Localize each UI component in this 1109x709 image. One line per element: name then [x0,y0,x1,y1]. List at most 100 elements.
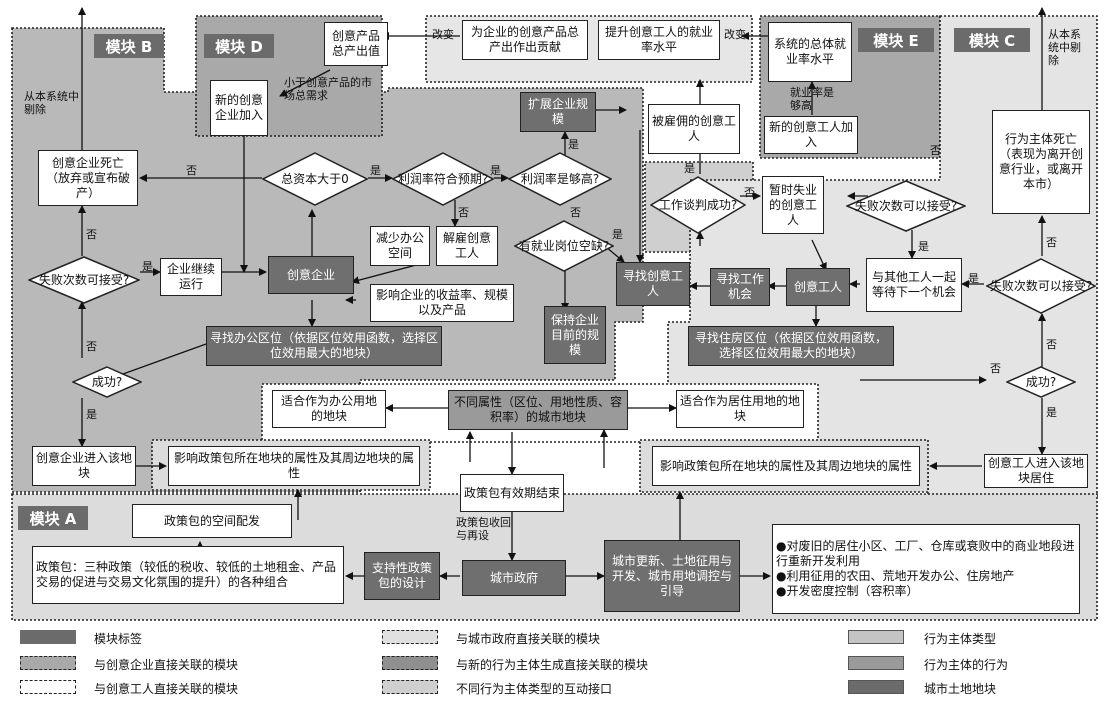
legend-firm-module: 与创意企业直接关联的模块 [94,658,239,672]
legend-city-land: 城市土地地块 [924,682,997,696]
decision-job-success-text: 工作谈判成功? [658,197,738,212]
node-creative-worker: 创意工人 [786,268,850,306]
node-sys-employment: 系统的总体就业率水平 [768,22,852,82]
edge-yes-failure-b: 是 [142,260,153,273]
decision-failure-c2: 失败次数可以接受? [986,258,1096,314]
node-housing-land: 适合作为居住用地的地块 [676,390,804,428]
node-creative-firm: 创意企业 [268,256,354,294]
label-policy-recycle: 政策包收回与再设 [456,516,511,543]
node-influence-firm: 影响企业的收益率、规模以及产品 [370,284,514,322]
node-support-policy: 支持性政策包的设计 [364,552,440,600]
edge-change-2: 改变 [724,28,746,41]
module-tag-c: 模块 C [954,28,1030,52]
node-find-job: 寻找工作机会 [710,268,770,306]
decision-failure-c-text: 失败次数可以接受? [854,198,958,213]
node-employment-level: 提升创意工人的就业率水平 [598,20,720,60]
node-worker-death: 行为主体死亡（表现为离开创意行业，或离开本市） [992,110,1090,214]
edge-yes-job: 是 [684,162,695,175]
node-find-office: 寻找办公区位（依据区位效用函数，选择区位效用最大的地块） [206,326,442,366]
measure-2: ●利用征用的农田、荒地开发办公、住房地产 [776,569,1015,583]
decision-total-capital-text: 总资本大于0 [281,171,349,186]
edge-yes-wait: 是 [968,272,979,285]
label-remove-c: 从本系统中剔除 [1048,28,1081,68]
legend-swatch-worker [20,680,76,694]
decision-failure-c2-text: 失败次数可以接受? [989,278,1093,293]
node-policy-package: 政策包：三种政策（较低的税收、较低的土地租金、产品交易的促进与交易文化氛围的提升… [32,546,344,604]
node-worker-enter: 创意工人进入该地块居住 [984,454,1088,488]
node-product-output: 创意产品总产出值 [324,22,388,66]
label-less-than-demand: 小于创意产品的市场总需求 [284,76,372,103]
decision-vacancy-text: 有就业岗位空缺? [518,238,610,253]
module-tag-d: 模块 D [204,34,274,58]
edge-yes-success-b: 是 [86,408,97,421]
decision-failure-b-text: 失败次数可接受? [38,272,130,287]
node-new-firm: 新的创意企业加入 [210,80,268,136]
edge-change-1: 改变 [432,28,454,41]
edge-no-success-c: 否 [990,362,1001,375]
decision-total-capital: 总资本大于0 [262,152,368,206]
node-expand: 扩展企业规模 [520,92,596,132]
edge-yes-expand: 是 [568,138,579,151]
module-tag-b: 模块 B [94,34,164,58]
node-find-housing: 寻找住房区位（依据区位效用函数，选择区位效用最大的地块） [688,326,894,366]
legend-worker-module: 与创意工人直接关联的模块 [94,682,239,696]
node-reduce-office: 减少办公空间 [370,226,430,266]
node-policy-influence-right: 影响政策包所在地块的属性及其周边地块的属性 [652,446,920,486]
measure-1: ●对废旧的居住小区、工厂、仓库或衰败中的商业地段进行重新开发利用 [776,539,1075,568]
edge-no-profit-high: 否 [570,206,581,219]
decision-failure-b: 失败次数可接受? [28,256,140,304]
node-city-land: 不同属性（区位、用地性质、容积率）的城市地块 [448,390,628,430]
edge-yes-success-c: 是 [1046,406,1057,419]
legend-swatch-agent-behavior [848,656,904,670]
node-policy-spatial: 政策包的空间配发 [132,504,292,538]
edge-no-job: 否 [744,186,755,199]
node-firm-death: 创意企业死亡（放弃或宣布破产） [38,150,138,206]
node-policy-influence-left: 影响政策包所在地块的属性及其周边地块的属性 [168,446,420,486]
edge-no-firm-death: 否 [186,164,197,177]
legend-swatch-agent-type [848,630,904,644]
legend-swatch-new-agent [382,656,438,670]
legend-swatch-gov [382,630,438,644]
node-hired-worker: 被雇佣的创意工人 [648,104,740,154]
edge-yes-profit: 是 [490,164,501,177]
edge-yes-capital: 是 [370,164,381,177]
node-fire-worker: 解雇创意工人 [436,226,498,266]
legend-swatch-city-land [848,680,904,694]
edge-yes-vacancy: 是 [612,228,623,241]
node-wait-chance: 与其他工人一起等待下一个机会 [866,258,962,312]
node-firm-continue: 企业继续运行 [160,258,222,296]
node-office-land: 适合作为办公用地的地块 [272,390,386,428]
legend-gov-module: 与城市政府直接关联的模块 [456,632,601,646]
label-remove-b: 从本系统中剔除 [24,90,79,117]
legend-module-label: 模块标签 [94,632,143,646]
decision-success-b-text: 成功? [91,374,123,389]
label-employment-high: 就业率是够高 [790,86,834,113]
edge-no-failure-c2: 否 [1046,338,1057,351]
decision-success-c: 成功? [1006,366,1076,398]
node-measures: ●对废旧的居住小区、工厂、仓库或衰败中的商业地段进行重新开发利用 ●利用征用的农… [772,524,1080,614]
decision-vacancy: 有就业岗位空缺? [514,220,614,272]
decision-failure-c: 失败次数可以接受? [846,180,966,232]
legend-swatch-firm [20,656,76,670]
edge-no-success-b: 否 [86,340,97,353]
decision-success-b: 成功? [72,366,142,398]
edge-no-failure-c: 否 [930,144,941,157]
node-policy-expire: 政策包有效期结束 [460,474,564,512]
decision-profit-high: 利润率是够高? [508,152,612,206]
module-tag-a: 模块 A [18,506,88,530]
edge-no-failure-b: 否 [86,228,97,241]
decision-success-c-text: 成功? [1025,374,1057,389]
node-city-gov: 城市政府 [462,560,566,596]
decision-profit-high-text: 利润率是够高? [520,171,600,186]
decision-profit-expect: 利润率符合预期? [392,152,494,206]
node-find-worker: 寻找创意工人 [616,262,690,306]
legend-new-agent-module: 与新的行为主体生成直接关联的模块 [456,658,649,672]
legend-swatch-module-label [20,630,76,644]
decision-job-success: 工作谈判成功? [650,176,746,234]
node-urban-renewal: 城市更新、土地征用与开发、城市用地调控与引导 [604,540,740,612]
edge-yes-failure-c: 是 [918,240,929,253]
legend-agent-behavior: 行为主体的行为 [924,658,1009,672]
node-new-worker: 新的创意工人加入 [764,116,858,154]
